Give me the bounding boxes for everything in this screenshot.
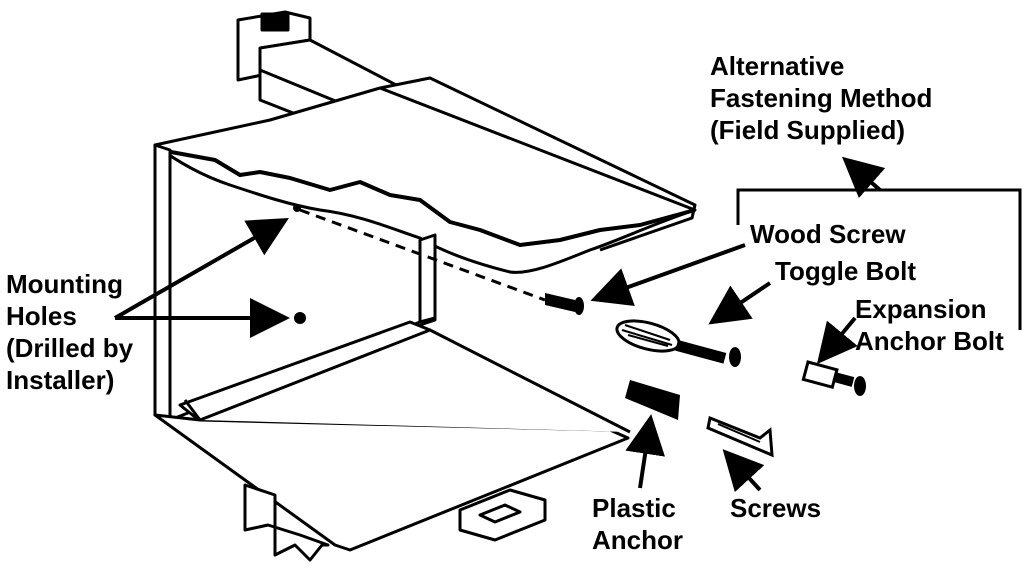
- arrow-toggle-bolt: [708, 281, 772, 325]
- label-line: Holes: [6, 301, 77, 331]
- arrow-alternative: [841, 156, 886, 199]
- label-line: (Field Supplied): [710, 115, 905, 145]
- screws-icon: [706, 415, 774, 458]
- label-wood-screw: Wood Screw: [750, 219, 906, 249]
- toggle-bolt-icon: [615, 319, 741, 367]
- label-line: Mounting: [6, 269, 123, 299]
- label-line: Fastening Method: [710, 83, 933, 113]
- unit-cabinet: [153, 143, 631, 552]
- arrow-mounting-top: [114, 218, 289, 320]
- arrow-wood-screw: [590, 243, 746, 306]
- arrow-plastic-anchor: [625, 414, 665, 489]
- fastener-path: [299, 208, 546, 302]
- label-expansion-anchor-bolt: Expansion Anchor Bolt: [855, 293, 1004, 357]
- label-toggle-bolt: Toggle Bolt: [775, 256, 917, 286]
- label-line: (Drilled by: [6, 333, 134, 363]
- label-line: Expansion: [855, 294, 987, 324]
- wood-screw-icon: [545, 293, 584, 315]
- expansion-anchor-bolt-icon: [801, 360, 866, 396]
- label-plastic-anchor: Plastic Anchor: [592, 492, 683, 556]
- label-alternative-fastening: Alternative Fastening Method (Field Supp…: [710, 50, 932, 146]
- label-line: Anchor Bolt: [855, 326, 1004, 356]
- label-line: Installer): [6, 365, 115, 395]
- support-legs: [243, 483, 547, 562]
- mounting-hole-icon: [294, 312, 306, 324]
- label-line: Anchor: [592, 525, 683, 555]
- plastic-anchor-icon: [625, 380, 680, 420]
- label-mounting-holes: Mounting Holes (Drilled by Installer): [6, 268, 133, 396]
- arrow-screws: [722, 449, 765, 493]
- arrow-expansion: [816, 316, 858, 365]
- label-screws: Screws: [730, 493, 822, 523]
- label-line: Plastic: [592, 493, 676, 523]
- label-line: Alternative: [710, 51, 845, 81]
- mounting-hole-icon: [293, 204, 301, 212]
